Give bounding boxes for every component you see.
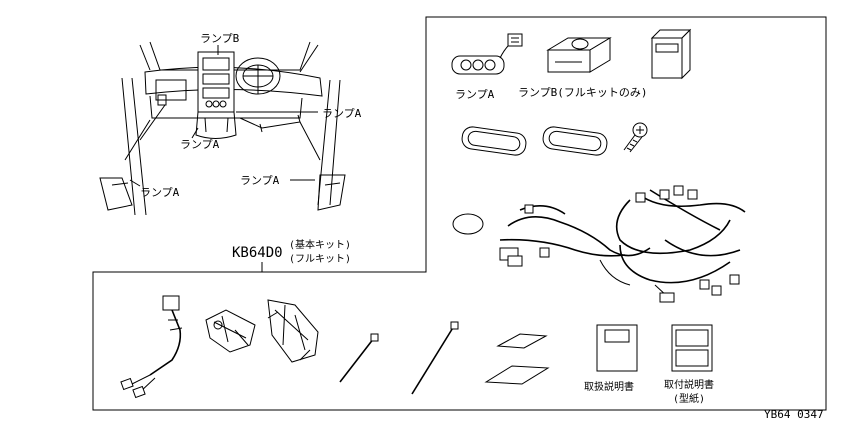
lamp-b-part-illustration bbox=[546, 37, 612, 73]
label-lamp-a-floor: ランプA bbox=[240, 174, 280, 187]
label-lamp-a-left: ランプA bbox=[140, 186, 180, 199]
lamp-bezel-illustration bbox=[461, 126, 608, 156]
manual-install-label-1: 取付説明書 bbox=[664, 378, 714, 391]
label-part-lamp-b: ランプB(フルキットのみ) bbox=[518, 86, 648, 99]
pad-2-illustration bbox=[484, 365, 550, 385]
kit-code: KB64D0 bbox=[232, 245, 283, 261]
lamp-a-part-illustration bbox=[451, 33, 523, 75]
cable-tie-long-illustration bbox=[411, 325, 455, 395]
wire-harness-illustration bbox=[499, 185, 746, 303]
handling-manual-illustration bbox=[596, 324, 638, 372]
lower-harness-illustration bbox=[120, 295, 183, 399]
cable-tie-short-illustration bbox=[339, 337, 375, 383]
kit-full-label: (フルキット) bbox=[289, 254, 351, 265]
label-lamp-a-right: ランプA bbox=[322, 107, 362, 120]
kit-outline bbox=[92, 16, 827, 411]
splice-connector-2-illustration bbox=[267, 299, 319, 363]
cable-tie-long-head bbox=[450, 321, 459, 330]
splice-connector-1-illustration bbox=[205, 309, 256, 353]
manual-install-label-2: (型紙) bbox=[673, 392, 705, 405]
screw-illustration bbox=[623, 122, 648, 153]
label-lamp-a-center: ランプA bbox=[180, 138, 220, 151]
manual-handling-label: 取扱説明書 bbox=[584, 380, 634, 393]
kit-basic-label: (基本キット) bbox=[289, 238, 351, 251]
cable-tie-short-head bbox=[370, 333, 379, 342]
round-pad-illustration bbox=[452, 213, 484, 235]
leader-lines bbox=[129, 45, 318, 187]
label-part-lamp-a: ランプA bbox=[455, 88, 495, 101]
vehicle-interior-illustration bbox=[99, 41, 346, 216]
installation-manual-illustration bbox=[671, 324, 713, 372]
label-lamp-b-top: ランプB bbox=[200, 32, 240, 45]
pad-1-illustration bbox=[496, 333, 548, 349]
box-part-illustration bbox=[650, 28, 692, 80]
figure-code: YB64 0347 bbox=[764, 408, 824, 421]
